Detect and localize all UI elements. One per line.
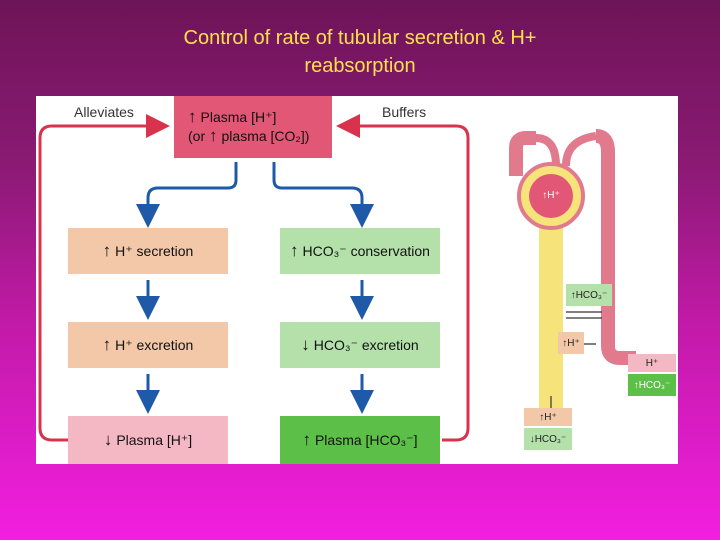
buffers-label: Buffers xyxy=(382,104,427,120)
title-line-2: reabsorption xyxy=(304,55,416,77)
plasma-hco3-increase-label: Plasma [HCO₃⁻] xyxy=(314,431,418,448)
tubule-h-label: ↑H⁺ xyxy=(558,332,584,354)
top-box-line-1: Plasma [H⁺] xyxy=(200,109,277,125)
flow-arrows xyxy=(38,114,636,442)
hco3-conservation-box: ↑ HCO₃⁻ conservation xyxy=(280,228,440,274)
nephron-illustration xyxy=(509,129,636,418)
hco3-excretion-box: ↓ HCO₃⁻ excretion xyxy=(280,322,440,368)
urine-h-label: ↑H⁺ xyxy=(524,408,572,426)
glomerulus-h-label: ↑H⁺ xyxy=(542,189,560,201)
blood-hco3-label: ↑HCO₃⁻ xyxy=(628,374,676,396)
h-excretion-box: ↑ H⁺ excretion xyxy=(68,322,228,368)
h-secretion-label: H⁺ secretion xyxy=(115,242,194,259)
blood-h-label: H⁺ xyxy=(628,354,676,372)
slide-title: Control of rate of tubular secretion & H… xyxy=(0,24,720,80)
plasma-h-increase-box: ↑Plasma [H⁺] (or ↑plasma [CO₂]) xyxy=(174,96,332,158)
plasma-hco3-increase-box: ↑ Plasma [HCO₃⁻] xyxy=(280,416,440,464)
h-excretion-label: H⁺ excretion xyxy=(115,336,194,353)
top-box-line-2: plasma [CO₂]) xyxy=(221,128,310,144)
urine-hco3-label: ↓HCO₃⁻ xyxy=(524,428,572,450)
plasma-h-decrease-label: Plasma [H⁺] xyxy=(116,431,193,448)
diagram-panel: ↑Plasma [H⁺] (or ↑plasma [CO₂]) Alleviat… xyxy=(36,96,678,464)
plasma-h-decrease-box: ↓ Plasma [H⁺] xyxy=(68,416,228,464)
tubule-hco3-label: ↑HCO₃⁻ xyxy=(566,284,612,306)
title-line-1: Control of rate of tubular secretion & H… xyxy=(183,27,537,49)
top-box-line-2-prefix: (or xyxy=(188,128,206,144)
hco3-excretion-label: HCO₃⁻ excretion xyxy=(313,336,419,353)
h-secretion-box: ↑ H⁺ secretion xyxy=(68,228,228,274)
alleviates-label: Alleviates xyxy=(74,104,134,120)
hco3-conservation-label: HCO₃⁻ conservation xyxy=(302,242,430,259)
